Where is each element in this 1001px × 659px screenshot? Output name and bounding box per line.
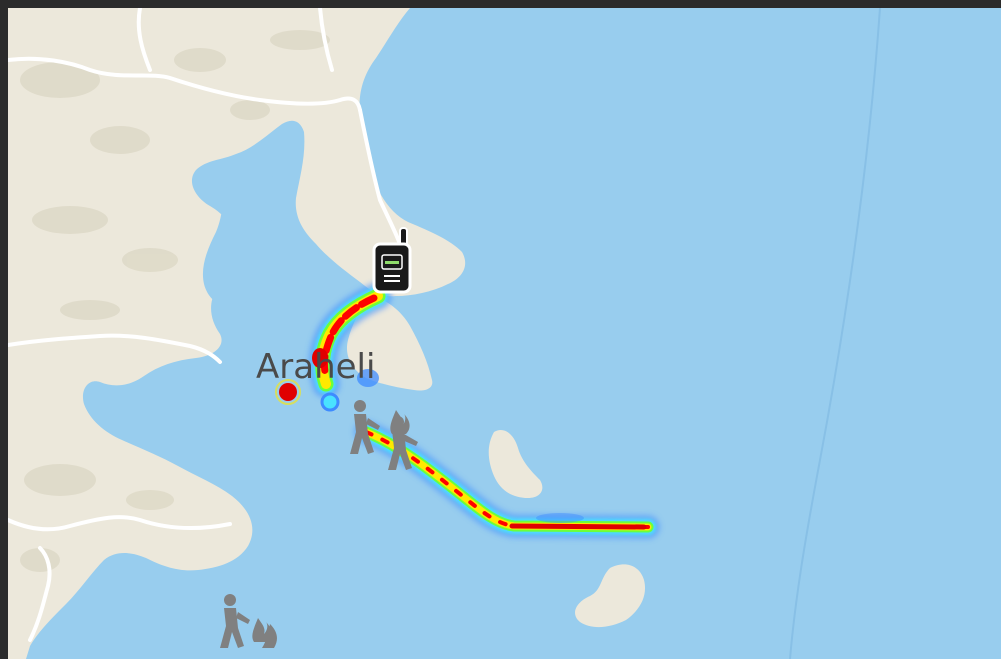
island-southeast: [575, 564, 646, 628]
heat-point: [279, 383, 297, 401]
hiker-marker[interactable]: [350, 400, 418, 470]
walkie-talkie-icon: [372, 227, 412, 294]
hiker-icon: [220, 594, 250, 648]
hiker-icon: [350, 400, 380, 454]
heat-point-halo: [275, 379, 301, 405]
map-viewport[interactable]: Araheli: [8, 8, 1001, 659]
fire-icon: [252, 618, 277, 648]
place-label-araheli: Araheli: [256, 347, 375, 387]
heatmap-track-north: [308, 282, 392, 398]
map-canvas[interactable]: Araheli: [8, 8, 1001, 659]
heat-point-low: [320, 392, 340, 412]
mainland-land: [8, 8, 466, 659]
hiker-marker-2[interactable]: [220, 594, 277, 648]
radio-device-marker[interactable]: [372, 227, 412, 294]
terrain-shading: [20, 30, 330, 572]
heat-point-faint: [357, 369, 379, 387]
island-east: [488, 429, 543, 498]
peninsula-land: [346, 296, 433, 391]
depth-contour-line: [789, 8, 881, 659]
inner-lagoon: [202, 168, 279, 307]
fire-icon: [390, 410, 410, 434]
